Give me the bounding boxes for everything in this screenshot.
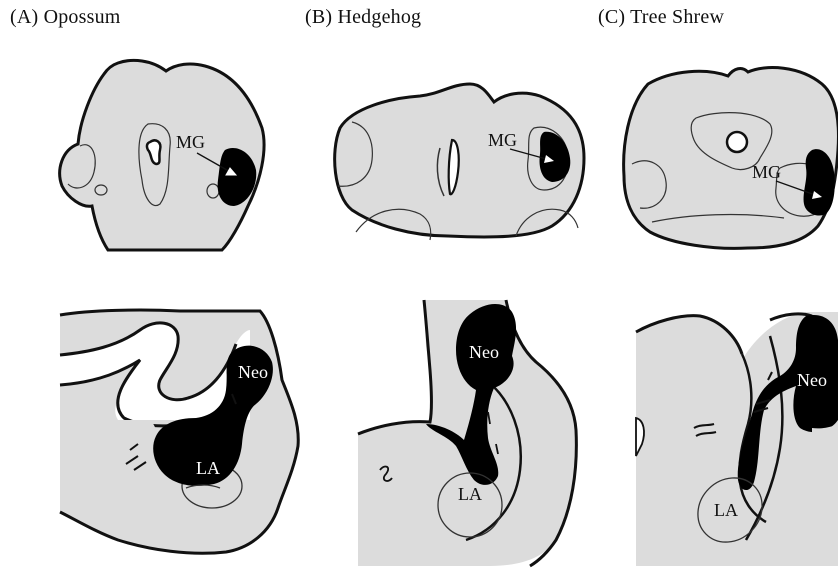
- tree-shrew-thalamic-section: MG: [624, 68, 838, 249]
- opossum-neo-label: Neo: [238, 362, 268, 382]
- tree-shrew-mg-label: MG: [752, 162, 781, 182]
- hedgehog-mg-label: MG: [488, 130, 517, 150]
- opossum-la-label: LA: [196, 458, 220, 478]
- opossum-amygdala-section: Neo LA: [60, 310, 298, 553]
- hedgehog-lower-contour-inner: [358, 300, 432, 434]
- opossum-thalamic-section: MG: [60, 60, 264, 250]
- hedgehog-amygdala-section: Neo LA: [358, 300, 576, 566]
- tree-shrew-mg-nucleus: [804, 149, 835, 215]
- tree-shrew-la-label: LA: [714, 500, 738, 520]
- tree-shrew-ventricle: [727, 132, 747, 152]
- hedgehog-la-label: LA: [458, 484, 482, 504]
- tree-shrew-neo-label: Neo: [797, 370, 827, 390]
- hedgehog-thalamic-section: MG: [335, 84, 584, 240]
- tree-shrew-amygdala-section: Neo LA: [636, 312, 838, 566]
- hedgehog-neo-label: Neo: [469, 342, 499, 362]
- opossum-left-shoulder: [60, 420, 156, 450]
- opossum-mg-label: MG: [176, 132, 205, 152]
